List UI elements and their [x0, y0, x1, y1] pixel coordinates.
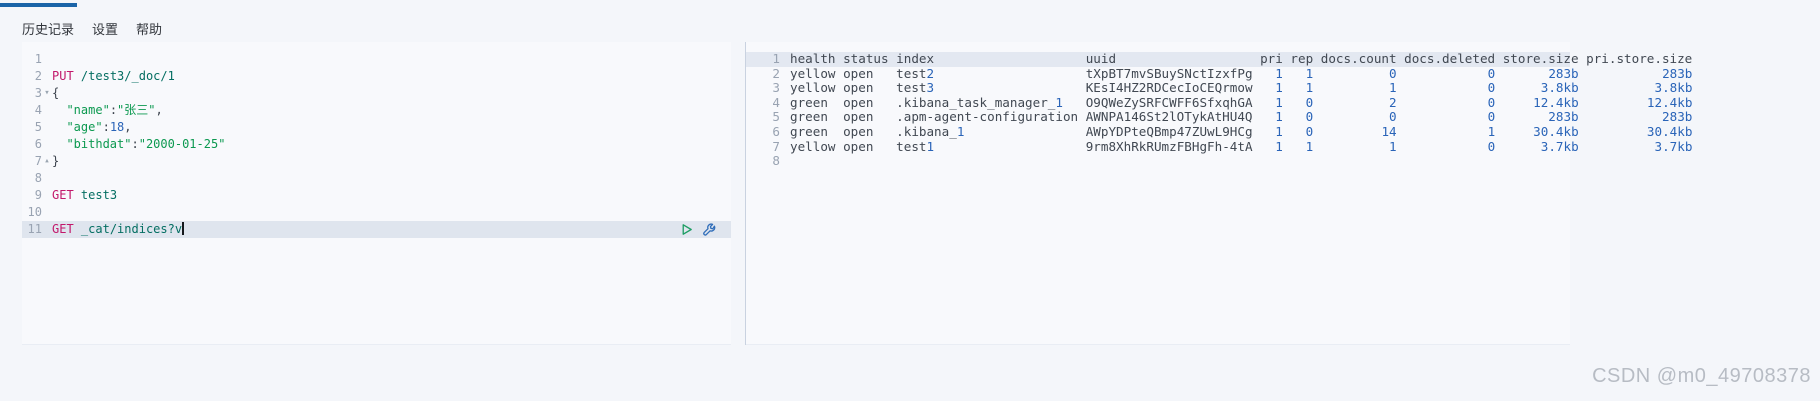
- fold-spacer: [42, 119, 52, 136]
- line-number: 1: [34, 52, 42, 66]
- fold-spacer: [42, 170, 52, 187]
- line-number: 2: [772, 65, 780, 81]
- text-cursor: [182, 222, 185, 235]
- watermark: CSDN @m0_49708378: [1592, 365, 1811, 387]
- line-number: 10: [27, 205, 42, 219]
- menu-item-settings[interactable]: 设置: [92, 22, 119, 37]
- active-tab-indicator: [0, 3, 77, 7]
- line-number: 8: [34, 171, 42, 185]
- line-number: 3: [772, 80, 780, 96]
- line-number: 1: [772, 51, 780, 66]
- editor-line[interactable]: 1: [22, 51, 731, 68]
- fold-spacer: [42, 221, 52, 238]
- line-number: 7: [772, 138, 780, 154]
- fold-spacer: [42, 102, 52, 119]
- line-number: 4: [34, 103, 42, 117]
- editor-line[interactable]: 7▴}: [22, 153, 731, 170]
- line-number: 5: [772, 109, 780, 125]
- fold-spacer: [42, 68, 52, 85]
- editor-line[interactable]: 8: [22, 170, 731, 187]
- line-number: 2: [34, 69, 42, 83]
- line-number: 4: [772, 94, 780, 110]
- response-line: 8: [746, 154, 1570, 169]
- fold-up-icon[interactable]: ▴: [44, 156, 50, 166]
- line-number: 6: [34, 137, 42, 151]
- line-number: 3: [34, 86, 42, 100]
- line-number: 8: [772, 153, 780, 169]
- menu-item-help[interactable]: 帮助: [136, 22, 163, 37]
- send-request-button[interactable]: [679, 222, 694, 237]
- line-number: 5: [34, 120, 42, 134]
- editor-line[interactable]: 3▾{: [22, 85, 731, 102]
- fold-spacer: [42, 136, 52, 153]
- panel-splitter[interactable]: [745, 42, 746, 345]
- line-number: 6: [772, 123, 780, 139]
- editor-line[interactable]: 10: [22, 204, 731, 221]
- editor-line[interactable]: 6 "bithdat":"2000-01-25": [22, 136, 731, 153]
- fold-down-icon[interactable]: ▾: [44, 88, 50, 98]
- line-number: 9: [34, 188, 42, 202]
- line-number: 7: [34, 154, 42, 168]
- menu-item-history[interactable]: 历史记录: [22, 22, 75, 37]
- fold-spacer: [42, 204, 52, 221]
- fold-spacer: [42, 51, 52, 68]
- editor-line[interactable]: 4 "name":"张三",: [22, 102, 731, 119]
- wrench-icon: [703, 222, 716, 236]
- line-number: 11: [27, 222, 42, 236]
- editor-line[interactable]: 5 "age":18,: [22, 119, 731, 136]
- fold-spacer: [42, 187, 52, 204]
- request-actions: [679, 221, 717, 238]
- request-options-button[interactable]: [701, 222, 717, 238]
- play-icon: [682, 224, 692, 235]
- menu-bar: 历史记录 设置 帮助: [22, 19, 162, 38]
